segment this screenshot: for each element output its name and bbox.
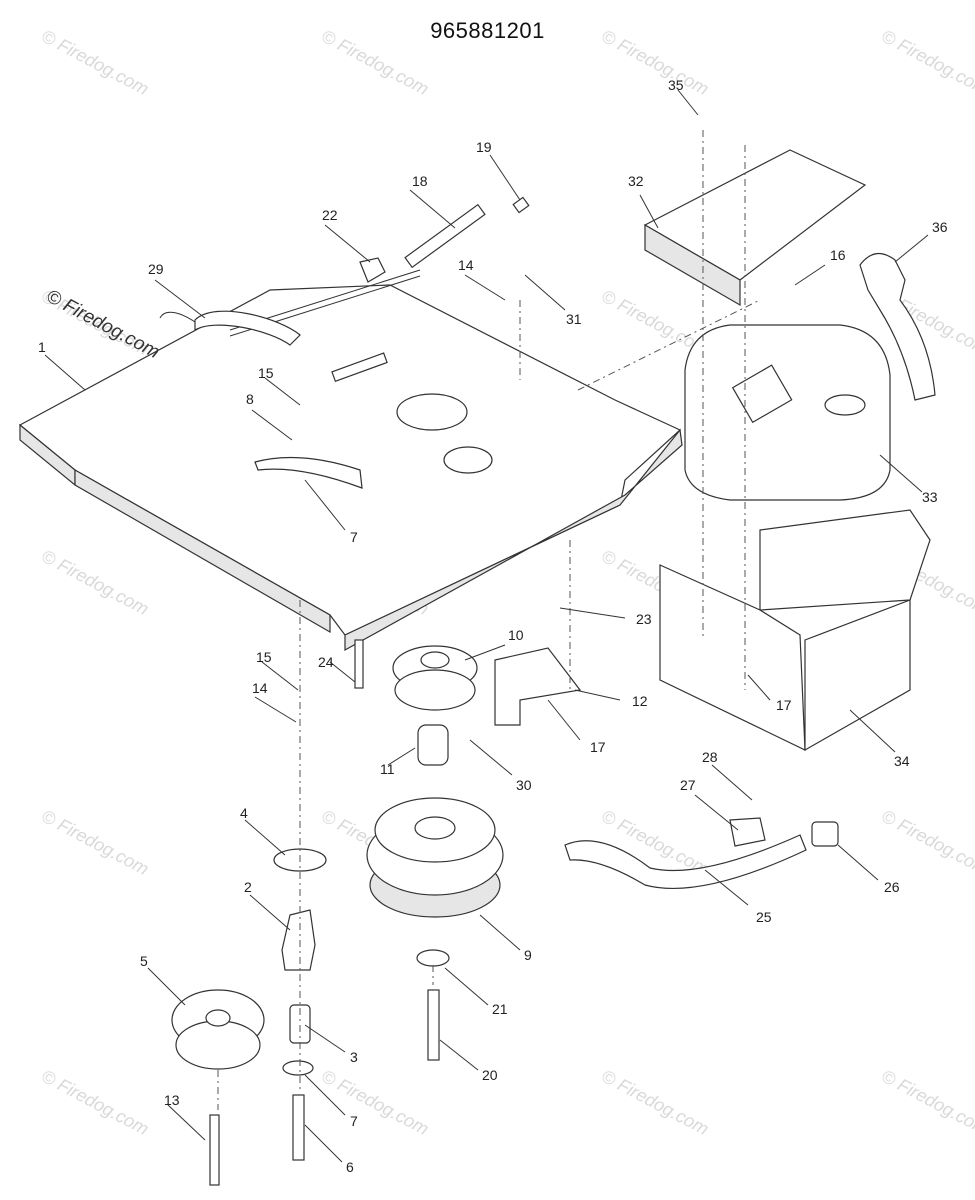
callout-32: 32 xyxy=(628,173,644,189)
callout-7: 7 xyxy=(350,529,358,545)
watermark-tile: © Firedog.com xyxy=(38,546,152,619)
watermark-tile: © Firedog.com xyxy=(38,26,152,99)
watermark-main: © Firedog.com xyxy=(43,286,163,363)
callout-3: 3 xyxy=(350,1049,358,1065)
callout-15: 15 xyxy=(256,649,272,665)
callout-18: 18 xyxy=(412,173,428,189)
callout-31: 31 xyxy=(566,311,582,327)
callout-29: 29 xyxy=(148,261,164,277)
callout-27: 27 xyxy=(680,777,696,793)
callout-14: 14 xyxy=(252,680,268,696)
callout-12: 12 xyxy=(632,693,648,709)
callout-1: 1 xyxy=(38,339,46,355)
watermark-tile: © Firedog.com xyxy=(318,1066,432,1139)
leader-lines xyxy=(44,89,929,1163)
watermark-tile: © Firedog.com xyxy=(878,1066,975,1139)
watermark-tile: © Firedog.com xyxy=(38,806,152,879)
callout-33: 33 xyxy=(922,489,938,505)
callout-19: 19 xyxy=(476,139,492,155)
callout-23: 23 xyxy=(636,611,652,627)
callout-2: 2 xyxy=(244,879,252,895)
callout-13: 13 xyxy=(164,1092,180,1108)
filler-hose xyxy=(859,253,936,401)
callout-10: 10 xyxy=(508,627,524,643)
watermark-tile: © Firedog.com xyxy=(878,806,975,879)
callout-28: 28 xyxy=(702,749,718,765)
callout-34: 34 xyxy=(894,753,910,769)
callout-24: 24 xyxy=(318,654,334,670)
heat-shield xyxy=(659,509,931,752)
callout-16: 16 xyxy=(830,247,846,263)
watermark-tile: © Firedog.com xyxy=(318,26,432,99)
callout-11: 11 xyxy=(380,761,395,777)
washer-21 xyxy=(416,949,450,967)
pulley-10 xyxy=(392,645,478,711)
hose-clamp xyxy=(729,817,766,847)
bolt-20 xyxy=(427,989,440,1061)
deck-plate xyxy=(18,284,683,652)
bolt-24 xyxy=(354,639,364,689)
callout-36: 36 xyxy=(932,219,948,235)
callout-17: 17 xyxy=(776,697,792,713)
spacer-11 xyxy=(417,724,449,766)
callout-6: 6 xyxy=(346,1159,354,1175)
callout-22: 22 xyxy=(322,207,338,223)
callout-20: 20 xyxy=(482,1067,498,1083)
watermark-tile: © Firedog.com xyxy=(878,26,975,99)
idler-pulley xyxy=(171,989,265,1070)
callout-7: 7 xyxy=(350,1113,358,1129)
callout-17: 17 xyxy=(590,739,606,755)
callout-35: 35 xyxy=(668,77,684,93)
bolt-6 xyxy=(292,1094,305,1161)
callout-21: 21 xyxy=(492,1001,508,1017)
callout-8: 8 xyxy=(246,391,254,407)
idler-arm xyxy=(281,909,316,971)
callout-9: 9 xyxy=(524,947,532,963)
watermark-tile: © Firedog.com xyxy=(598,26,712,99)
callout-15: 15 xyxy=(258,365,274,381)
idler-bracket xyxy=(494,647,582,726)
electric-clutch xyxy=(366,797,504,918)
diagram-title: 965881201 xyxy=(430,18,545,43)
callout-14: 14 xyxy=(458,257,474,273)
callout-4: 4 xyxy=(240,805,248,821)
callout-26: 26 xyxy=(884,879,900,895)
watermark-tile: © Firedog.com xyxy=(598,1066,712,1139)
callout-5: 5 xyxy=(140,953,148,969)
callout-25: 25 xyxy=(756,909,772,925)
washer-7b xyxy=(282,1060,314,1076)
callout-30: 30 xyxy=(516,777,532,793)
assembly-guides xyxy=(217,130,761,1110)
tank-bracket xyxy=(643,149,867,307)
hose-fitting xyxy=(811,821,839,847)
fuel-hose xyxy=(564,834,807,890)
callout-labels: 1234567789101112131414151516171718192021… xyxy=(38,77,948,1175)
watermark-tile: © Firedog.com xyxy=(38,1066,152,1139)
fuel-tank xyxy=(684,324,891,501)
linkage-assembly xyxy=(159,196,530,346)
bolt-13 xyxy=(209,1114,220,1186)
